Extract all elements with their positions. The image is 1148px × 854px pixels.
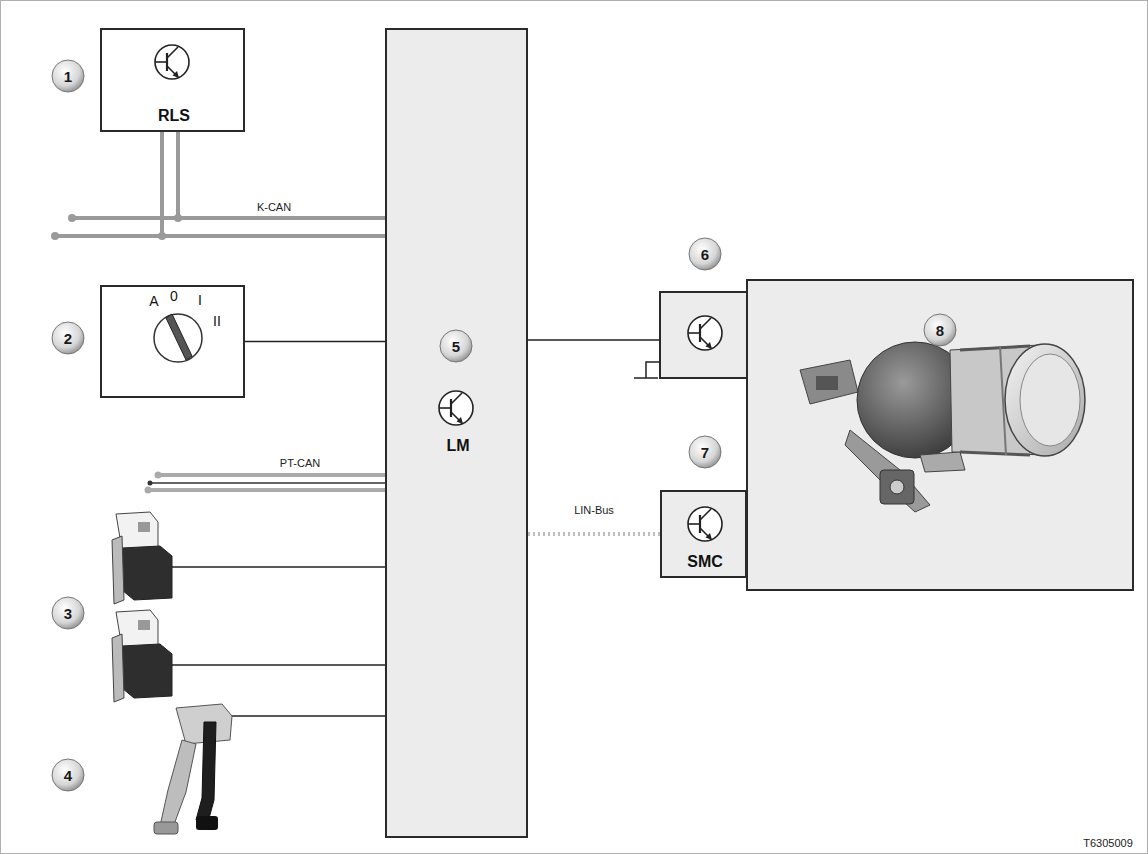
callout-circle bbox=[52, 60, 956, 791]
pedal-sensor bbox=[112, 610, 172, 702]
bus-name: PT-CAN bbox=[280, 458, 320, 469]
transistor-symbol bbox=[439, 391, 473, 425]
bus-name: LIN-Bus bbox=[572, 504, 616, 517]
node-text: LM bbox=[446, 438, 469, 454]
module-fill bbox=[100, 285, 245, 398]
callout-number: 6 bbox=[701, 247, 709, 262]
node-text: SMC bbox=[687, 554, 723, 570]
callout-number: 8 bbox=[936, 323, 944, 338]
node-text: A bbox=[149, 294, 158, 308]
transistor-symbol bbox=[688, 507, 722, 541]
sensor-box: RLS bbox=[100, 28, 245, 132]
switch-box: A0III bbox=[100, 285, 245, 398]
callout-number: 1 bbox=[64, 69, 72, 84]
callout-number: 7 bbox=[701, 445, 709, 460]
node-text: II bbox=[213, 314, 221, 328]
switch-symbol bbox=[154, 314, 202, 362]
node-text: I bbox=[198, 293, 202, 307]
connector bbox=[162, 132, 385, 236]
node-text: RLS bbox=[158, 108, 190, 124]
k-can-bus bbox=[55, 132, 385, 236]
bus-name: K-CAN bbox=[257, 202, 291, 213]
callout-number: 4 bbox=[64, 768, 72, 783]
transistor-symbol bbox=[688, 316, 722, 350]
connector bbox=[245, 341, 385, 343]
module-fill bbox=[100, 28, 245, 132]
node-text: 0 bbox=[170, 289, 178, 303]
figure-number: T6305009 bbox=[1083, 838, 1133, 849]
transistor-symbol bbox=[155, 45, 189, 79]
driver-box bbox=[660, 292, 747, 378]
pedal-assembly bbox=[154, 704, 232, 834]
ground-symbol bbox=[634, 362, 660, 378]
pt-can-bus bbox=[145, 472, 386, 494]
module-fill bbox=[385, 28, 528, 838]
headlight-housing bbox=[747, 280, 1133, 590]
projector-module bbox=[800, 342, 1085, 512]
callout-number: 2 bbox=[64, 331, 72, 346]
callout-number: 5 bbox=[452, 339, 460, 354]
control-module: LM bbox=[385, 28, 528, 838]
connector bbox=[528, 532, 660, 536]
stepper-motor-controller: SMC bbox=[660, 490, 747, 578]
module-fill bbox=[660, 490, 747, 578]
pedal-sensor bbox=[112, 512, 172, 604]
callout-number: 3 bbox=[64, 606, 72, 621]
